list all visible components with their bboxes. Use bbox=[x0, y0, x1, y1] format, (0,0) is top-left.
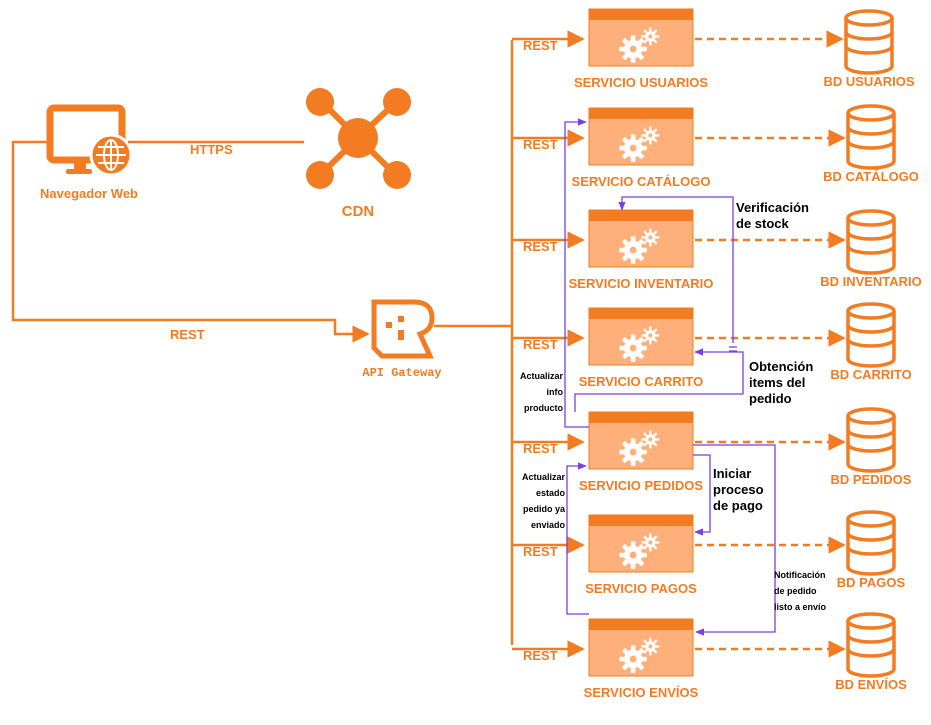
label-items-2: items del bbox=[749, 375, 805, 390]
bd-usuarios-label: BD USUARIOS bbox=[823, 74, 914, 89]
label-product-1: Actualizar bbox=[520, 371, 564, 381]
bd-carrito-label: BD CARRITO bbox=[830, 367, 911, 382]
navegador-web-label: Navegador Web bbox=[40, 186, 138, 201]
bd-envios-label: BD ENVÍOS bbox=[835, 677, 907, 692]
label-payment-1: Iniciar bbox=[713, 466, 751, 481]
rest-label-inventario: REST bbox=[523, 239, 558, 254]
rest-label-envios: REST bbox=[523, 648, 558, 663]
bd-envios-node[interactable]: BD ENVÍOS bbox=[835, 612, 907, 692]
bd-usuarios-node[interactable]: BD USUARIOS bbox=[823, 9, 915, 89]
https-edge: HTTPS bbox=[128, 140, 304, 157]
label-stock-2: de stock bbox=[736, 216, 790, 231]
label-shipped-2: estado bbox=[536, 488, 566, 498]
label-notify-1: Notificación bbox=[774, 570, 826, 580]
label-product-2: info bbox=[547, 387, 564, 397]
api-gateway-icon bbox=[371, 299, 435, 359]
flow-verificacion-stock bbox=[618, 196, 734, 343]
bd-pagos-node[interactable]: BD PAGOS bbox=[837, 510, 906, 590]
gateway-service-edges: REST REST REST REST REST REST REST bbox=[434, 30, 585, 663]
servicio-carrito-node[interactable]: SERVICIO CARRITO bbox=[579, 307, 703, 389]
flow-actualizar-producto bbox=[564, 118, 589, 428]
label-items-3: pedido bbox=[749, 391, 792, 406]
network-hub-icon bbox=[306, 88, 411, 189]
flow-notificacion-envio bbox=[693, 444, 776, 636]
servicio-envios-label: SERVICIO ENVÍOS bbox=[584, 685, 699, 700]
rest-edge-pagos: REST bbox=[512, 536, 585, 559]
database-icon bbox=[846, 407, 896, 473]
rest-label-catalogo: REST bbox=[523, 137, 558, 152]
servicio-inventario-node[interactable]: SERVICIO INVENTARIO bbox=[569, 209, 714, 291]
cdn-node: CDN bbox=[306, 88, 411, 220]
label-product-3: producto bbox=[524, 403, 563, 413]
api-gateway-node: API Gateway bbox=[362, 299, 442, 380]
rest-edge-envios: REST bbox=[512, 640, 585, 663]
label-notify-3: listo a envío bbox=[774, 602, 827, 612]
api-gateway-label: API Gateway bbox=[362, 366, 441, 380]
rest-edge-catalogo: REST bbox=[512, 129, 585, 152]
label-items-1: Obtención bbox=[749, 359, 813, 374]
flow-obtencion-items bbox=[574, 346, 744, 412]
database-icon bbox=[844, 9, 894, 75]
label-stock-1: Verificación bbox=[736, 200, 809, 215]
label-payment-3: de pago bbox=[713, 498, 763, 513]
bd-catalogo-label: BD CATÁLOGO bbox=[823, 169, 919, 184]
rest-label-carrito: REST bbox=[523, 337, 558, 352]
rest-edge-label: REST bbox=[170, 327, 205, 342]
rest-label-pagos: REST bbox=[523, 544, 558, 559]
flow-actualizar-estado bbox=[566, 462, 589, 615]
services-layer: SERVICIO USUARIOS BD USUARIOS SERVICIO CAT… bbox=[569, 8, 922, 700]
flow-labels: Verificación de stock Obtención items de… bbox=[520, 200, 827, 612]
bd-inventario-node[interactable]: BD INVENTARIO bbox=[820, 209, 922, 289]
rest-label-pedidos: REST bbox=[523, 441, 558, 456]
navegador-web-node: Navegador Web bbox=[40, 104, 138, 201]
label-shipped-4: enviado bbox=[531, 520, 566, 530]
database-icon bbox=[846, 209, 896, 275]
servicio-pagos-node[interactable]: SERVICIO PAGOS bbox=[585, 514, 697, 596]
database-icon bbox=[846, 510, 896, 576]
rest-edge-client-gateway: REST bbox=[11, 140, 370, 343]
monitor-globe-icon bbox=[46, 104, 133, 177]
servicio-carrito-label: SERVICIO CARRITO bbox=[579, 374, 703, 389]
servicio-usuarios-node[interactable]: SERVICIO USUARIOS bbox=[574, 8, 708, 90]
database-icon bbox=[846, 104, 896, 170]
bd-carrito-node[interactable]: BD CARRITO bbox=[830, 302, 912, 382]
label-payment-2: proceso bbox=[713, 482, 764, 497]
label-shipped-3: pedido ya bbox=[523, 504, 566, 514]
servicio-usuarios-label: SERVICIO USUARIOS bbox=[574, 75, 708, 90]
servicio-pedidos-label: SERVICIO PEDIDOS bbox=[579, 478, 703, 493]
database-icon bbox=[846, 612, 896, 678]
https-edge-label: HTTPS bbox=[190, 142, 233, 157]
rest-label-usuarios: REST bbox=[523, 38, 558, 53]
bd-inventario-label: BD INVENTARIO bbox=[820, 274, 922, 289]
servicio-pedidos-node[interactable]: SERVICIO PEDIDOS bbox=[579, 411, 703, 493]
label-shipped-1: Actualizar bbox=[522, 472, 566, 482]
rest-edge-pedidos: REST bbox=[512, 433, 585, 456]
database-icon bbox=[846, 302, 896, 368]
bd-catalogo-node[interactable]: BD CATÁLOGO bbox=[823, 104, 919, 184]
servicio-inventario-label: SERVICIO INVENTARIO bbox=[569, 276, 714, 291]
servicio-catalogo-node[interactable]: SERVICIO CATÁLOGO bbox=[572, 107, 711, 189]
label-notify-2: de pedido bbox=[774, 586, 817, 596]
rest-edge-usuarios: REST bbox=[512, 30, 585, 53]
cdn-label: CDN bbox=[342, 203, 375, 220]
bd-pedidos-node[interactable]: BD PEDIDOS bbox=[831, 407, 912, 487]
rest-edge-inventario: REST bbox=[512, 231, 585, 254]
rest-edge-carrito: REST bbox=[512, 329, 585, 352]
servicio-pagos-label: SERVICIO PAGOS bbox=[585, 581, 697, 596]
bd-pedidos-label: BD PEDIDOS bbox=[831, 472, 912, 487]
servicio-envios-node[interactable]: SERVICIO ENVÍOS bbox=[584, 618, 699, 700]
servicio-catalogo-label: SERVICIO CATÁLOGO bbox=[572, 174, 711, 189]
flow-iniciar-pago bbox=[693, 454, 711, 536]
bd-pagos-label: BD PAGOS bbox=[837, 575, 906, 590]
